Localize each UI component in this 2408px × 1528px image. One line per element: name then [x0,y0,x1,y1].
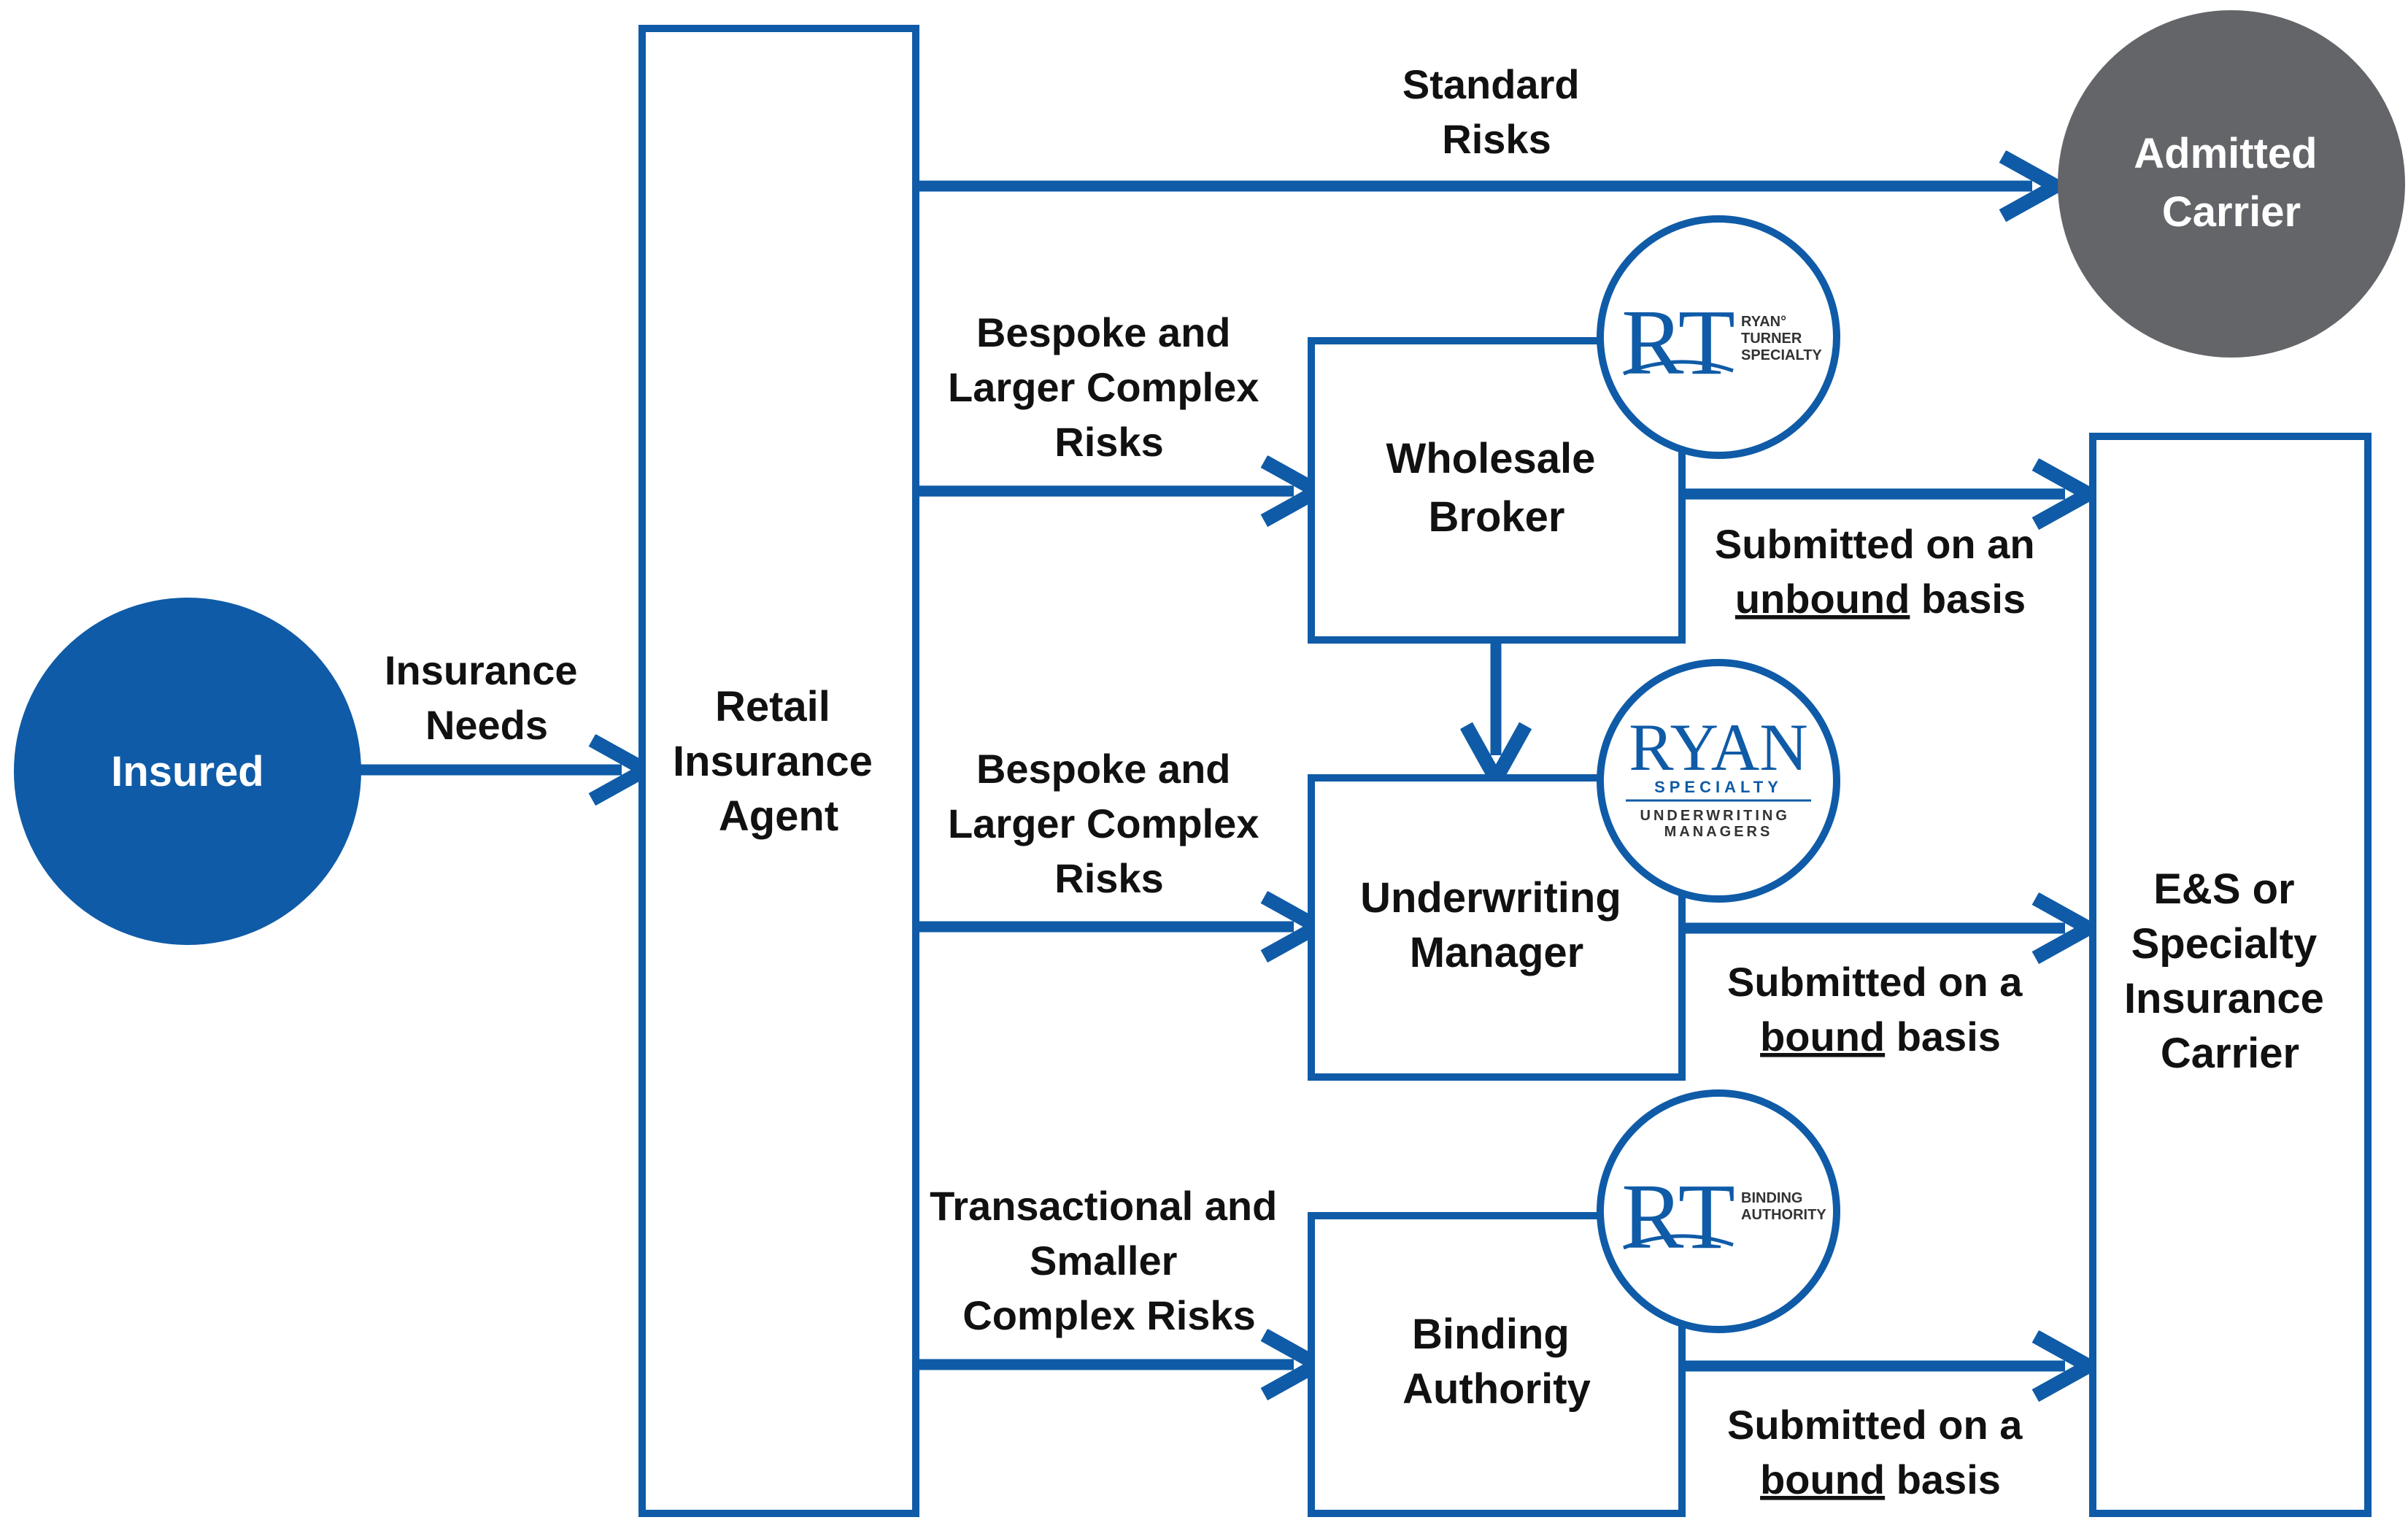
to-underwriting-label: Bespoke and Larger Complex Risks [948,746,1270,901]
underwriting-out-emph: bound [1760,1014,1885,1060]
ryan-uw-text: UNDERWRITING [1640,808,1790,824]
wholesale-broker-node [1308,337,1686,644]
es-carrier-line: Insurance [2124,975,2324,1022]
binding-out-label: Submitted on a bound basis [1727,1402,2034,1502]
retail-agent-line: Insurance [673,738,873,785]
wholesale-broker-line: Wholesale [1386,435,1596,482]
wholesale-out-rest: basis [1910,576,2026,622]
es-carrier-node [2089,433,2372,1517]
to-wholesale-line: Bespoke and [976,309,1231,355]
svg-text:BINDING AUTHORITY: BINDING AUTHORITY [1741,1190,1826,1223]
underwriting-out-rest: basis [1885,1014,2001,1060]
rt-turner-logo: RT RYAN° TURNER SPECIALTY [1597,215,1840,459]
admitted-carrier-label: Admitted Carrier [2134,130,2328,236]
ryan-underwriting-logo: RYAN SPECIALTY UNDERWRITING MANAGERS [1597,659,1840,903]
insurance-needs-line: Needs [425,702,548,748]
standard-risks-label: Standard Risks [1402,61,1591,162]
to-binding-line: Complex Risks [962,1292,1256,1338]
admitted-carrier-node [2058,10,2405,358]
to-wholesale-line: Risks [1054,419,1163,465]
admitted-carrier-line: Admitted [2134,130,2317,177]
rt-binding-text: AUTHORITY [1741,1207,1826,1223]
underwriting-out-line: Submitted on a [1727,959,2023,1005]
wholesale-out-emph: unbound [1735,576,1910,622]
binding-out-line: Submitted on a [1727,1402,2023,1448]
retail-agent-node [638,25,919,1517]
binding-authority-line: Binding [1412,1311,1570,1358]
retail-agent-label: Retail Insurance Agent [673,683,884,840]
underwriting-manager-line: Underwriting [1360,874,1621,922]
to-underwriting-line: Bespoke and [976,746,1231,792]
insurance-needs-label: Insurance Needs [385,647,589,748]
arrows [358,186,2065,1366]
to-binding-line: Transactional and [930,1183,1277,1229]
rt-turner-text: TURNER [1741,331,1802,347]
standard-risks-line: Standard [1402,61,1580,107]
rt-binding-text: BINDING [1741,1190,1802,1206]
es-carrier-label: E&S or Specialty Insurance Carrier [2124,865,2336,1077]
es-carrier-line: E&S or [2153,865,2294,913]
ryan-uw-text: MANAGERS [1664,824,1773,840]
rt-turner-text: RYAN° [1741,314,1786,330]
binding-out-rest: basis [1885,1456,2001,1502]
es-carrier-line: Specialty [2131,920,2318,968]
binding-authority-label: Binding Authority [1402,1311,1591,1413]
insured-label: Insured [111,748,264,795]
retail-agent-line: Retail [715,683,830,730]
insured-node [14,598,361,945]
ryan-uw-sub: SPECIALTY [1654,778,1783,796]
admitted-carrier-line: Carrier [2162,188,2301,236]
es-carrier-line: Carrier [2161,1030,2299,1077]
to-underwriting-line: Larger Complex [948,800,1259,846]
insurance-needs-line: Insurance [385,647,578,693]
underwriting-manager-label: Underwriting Manager [1360,874,1633,976]
underwriting-manager-line: Manager [1410,929,1584,976]
to-wholesale-line: Larger Complex [948,364,1259,410]
ryan-uw-mark: RYAN [1629,710,1807,784]
wholesale-broker-label: Wholesale Broker [1386,435,1608,541]
binding-authority-line: Authority [1402,1365,1591,1413]
rt-turner-text: SPECIALTY [1741,347,1822,363]
to-wholesale-label: Bespoke and Larger Complex Risks [948,309,1270,465]
wholesale-out-label: Submitted on an unbound basis [1715,521,2046,622]
rt-turner-mark: RT [1621,290,1735,394]
svg-text:RYAN° TURNER SPECI: RYAN° TURNER SPECIALTY [1741,314,1822,363]
to-underwriting-line: Risks [1054,855,1163,901]
to-binding-line: Smaller [1030,1238,1177,1284]
wholesale-broker-line: Broker [1429,493,1565,541]
underwriting-out-label: Submitted on a bound basis [1727,959,2034,1060]
rt-binding-mark: RT [1621,1165,1735,1268]
rt-binding-logo: RT BINDING AUTHORITY [1597,1089,1840,1333]
svg-text:UNDERWRITING MANAGERS: UNDERWRITING MANAGERS [1640,808,1797,840]
standard-risks-line: Risks [1442,116,1551,162]
binding-out-emph: bound [1760,1456,1885,1502]
wholesale-out-line: Submitted on an [1715,521,2035,567]
to-binding-label: Transactional and Smaller Complex Risks [930,1183,1289,1338]
retail-agent-line: Agent [719,792,838,840]
